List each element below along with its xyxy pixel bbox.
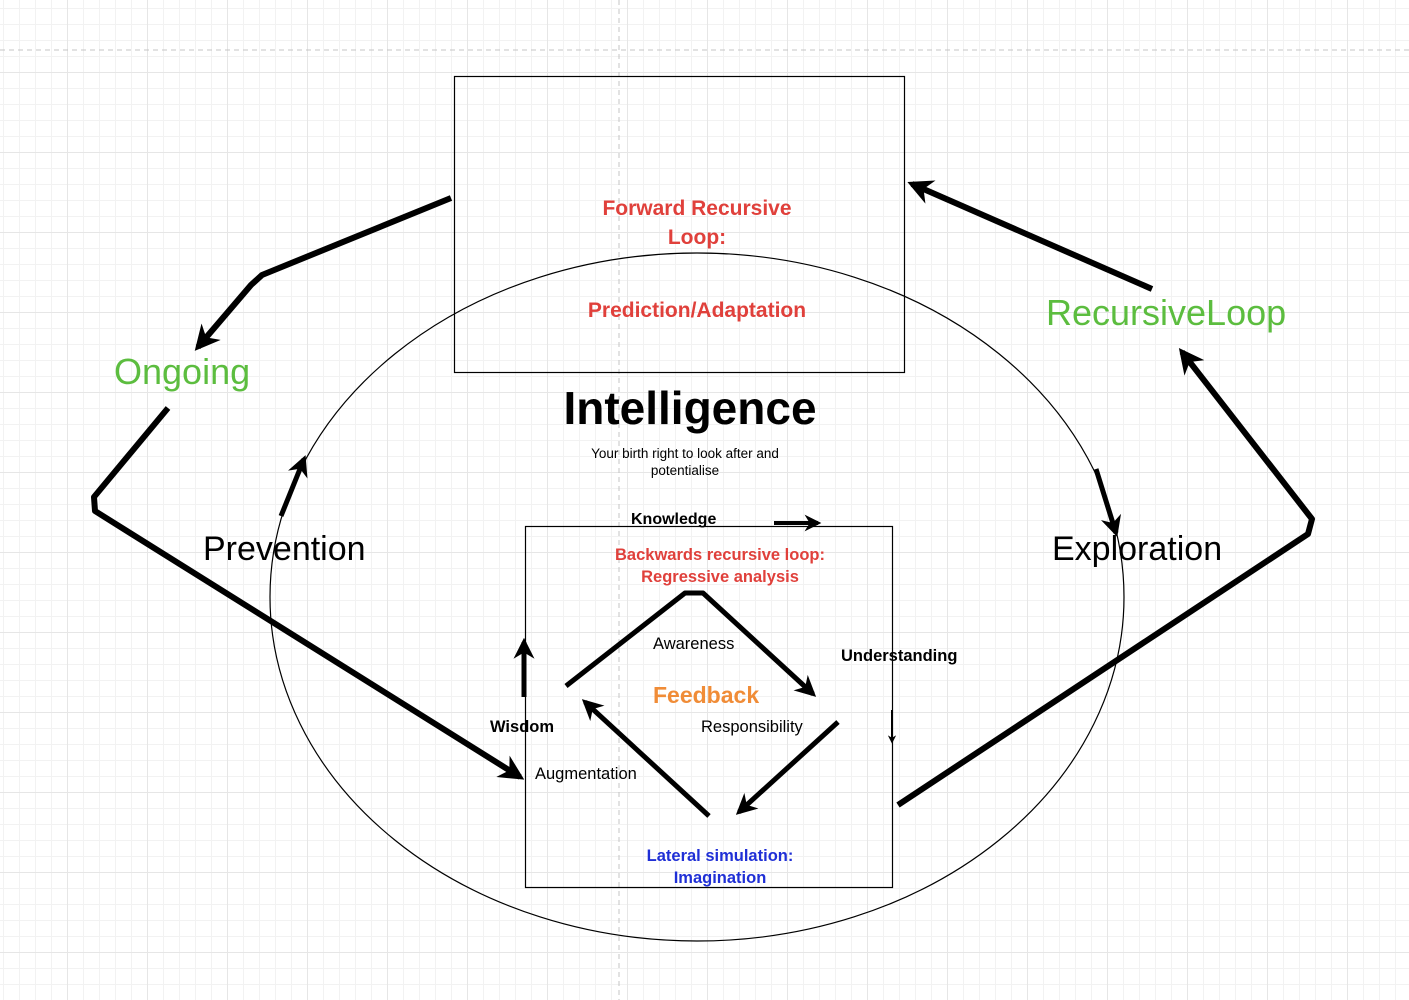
forward-loop-title: Forward Recursive Loop: [602, 194, 791, 252]
forward-loop-title-line2: Loop: [667, 226, 727, 249]
inner-loop-box[interactable] [524, 525, 894, 889]
lateral-simulation-line1: Lateral simulation: [646, 847, 794, 865]
wisdom-label: Wisdom [490, 718, 555, 736]
knowledge-label: Knowledge [631, 511, 717, 528]
backwards-loop-line1: Backwards recursive loop: [614, 546, 826, 564]
ongoing-label: Ongoing [114, 351, 251, 392]
arrow-to-recursive-loop[interactable] [896, 348, 1315, 808]
page-title: Intelligence [563, 382, 817, 434]
augmentation-label: Augmentation [535, 765, 637, 783]
arrow-awareness[interactable] [564, 590, 817, 697]
forward-loop-title-line1: Forward Recursive [602, 197, 792, 220]
lateral-simulation-label: Lateral simulation: Imagination [647, 845, 794, 889]
arrow-responsibility[interactable] [735, 720, 840, 815]
arrow-to-ongoing[interactable] [194, 195, 453, 351]
prevention-label: Prevention [203, 530, 366, 568]
intelligence-ellipse[interactable] [269, 252, 1125, 942]
exploration-label: Exploration [1052, 530, 1223, 568]
tagline-line2: potentialise [650, 463, 720, 478]
arrow-ongoing-to-augmentation[interactable] [91, 406, 525, 780]
arrow-augmentation[interactable] [581, 699, 711, 818]
tagline-line1: Your birth right to look after and [591, 446, 779, 461]
forward-loop-box[interactable] [453, 75, 906, 374]
responsibility-label: Responsibility [701, 718, 803, 736]
forward-loop-subtitle: Prediction/Adaptation [587, 299, 807, 322]
arrow-prevention-up[interactable] [278, 455, 308, 517]
recursive-loop-label: RecursiveLoop [1046, 292, 1287, 333]
lateral-simulation-line2: Imagination [673, 869, 767, 887]
arrow-to-forward-loop[interactable] [907, 180, 1154, 292]
understanding-label: Understanding [841, 647, 958, 665]
backwards-loop-line2: Regressive analysis [641, 568, 799, 586]
tagline: Your birth right to look after and poten… [591, 445, 779, 479]
arrow-exploration-down[interactable] [1093, 468, 1122, 538]
feedback-label: Feedback [653, 682, 760, 708]
backwards-loop-label: Backwards recursive loop: Regressive ana… [615, 544, 825, 588]
awareness-label: Awareness [653, 635, 735, 653]
